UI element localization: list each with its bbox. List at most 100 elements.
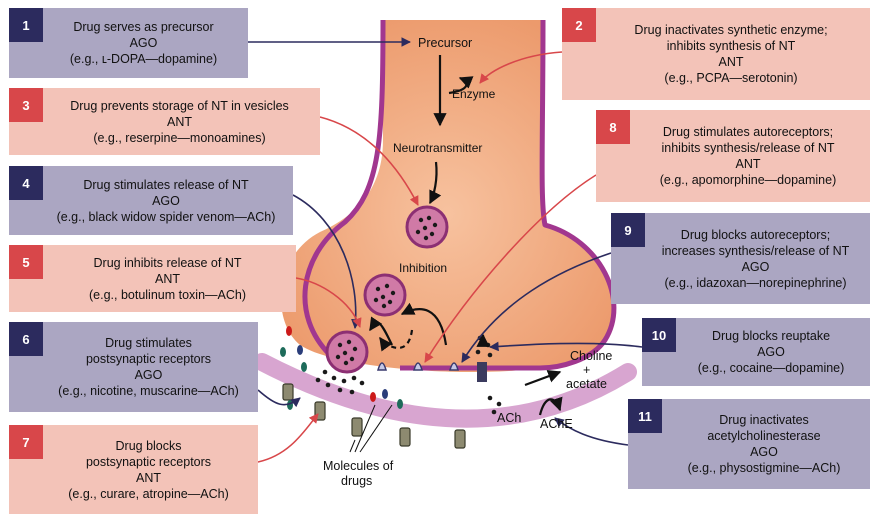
box-text: Drug stimulates postsynaptic receptors A… bbox=[43, 322, 254, 412]
arrow-11 bbox=[554, 417, 629, 446]
box-line: inhibits synthesis/release of NT bbox=[661, 141, 835, 155]
box-line: Drug blocks reuptake bbox=[711, 329, 831, 343]
presynaptic-membrane bbox=[302, 19, 617, 371]
box-number: 9 bbox=[611, 213, 645, 247]
box-text: Drug stimulates release of NT AGO (e.g.,… bbox=[43, 166, 289, 235]
label-enzyme: Enzyme bbox=[452, 87, 496, 101]
box-line: (e.g., ʟ-DOPA—dopamine) bbox=[69, 52, 218, 66]
box-line: (e.g., idazoxan—norepinephrine) bbox=[664, 275, 847, 290]
label-acetate: acetate bbox=[566, 377, 607, 391]
box-line: (e.g., reserpine—monoamines) bbox=[93, 130, 266, 145]
box-text: Drug serves as precursor AGO (e.g., ʟ-DO… bbox=[43, 8, 244, 78]
box-number: 3 bbox=[9, 88, 43, 122]
box-line: AGO bbox=[757, 345, 785, 359]
box-line: (e.g., apomorphine—dopamine) bbox=[659, 173, 837, 187]
label-molecules: Molecules of bbox=[323, 459, 394, 473]
label-neurotransmitter: Neurotransmitter bbox=[393, 141, 482, 155]
drug-molecules bbox=[280, 326, 403, 453]
box-number: 5 bbox=[9, 245, 43, 279]
box-line: Drug inhibits release of NT bbox=[93, 255, 242, 270]
arrow-3 bbox=[319, 116, 419, 206]
box-line: (e.g., botulinum toxin—ACh) bbox=[88, 287, 246, 302]
vesicle-top bbox=[405, 205, 449, 249]
label-inhibition: Inhibition bbox=[399, 261, 447, 275]
box-line: (e.g., physostigmine—ACh) bbox=[687, 461, 841, 475]
box-9: 9 Drug blocks autoreceptors; increases s… bbox=[611, 213, 870, 304]
box-line: Drug blocks autoreceptors; bbox=[680, 227, 831, 242]
box-4: 4 Drug stimulates release of NT AGO (e.g… bbox=[9, 166, 293, 235]
label-plus: + bbox=[583, 363, 590, 377]
box-line: Drug stimulates bbox=[105, 336, 192, 350]
box-number: 4 bbox=[9, 166, 43, 200]
arrow-8 bbox=[424, 174, 597, 363]
box-text: Drug prevents storage of NT in vesicles … bbox=[43, 88, 316, 155]
box-line: increases synthesis/release of NT bbox=[661, 243, 850, 258]
vesicle-fusing bbox=[325, 330, 369, 374]
arrow-10 bbox=[489, 341, 643, 352]
box-line: AGO bbox=[741, 259, 770, 274]
arrow-2 bbox=[479, 51, 563, 84]
box-3: 3 Drug prevents storage of NT in vesicle… bbox=[9, 88, 320, 155]
box-line: postsynaptic receptors bbox=[85, 454, 212, 469]
arrow-9 bbox=[461, 252, 612, 363]
box-line: (e.g., PCPA—serotonin) bbox=[664, 71, 798, 85]
box-6: 6 Drug stimulates postsynaptic receptors… bbox=[9, 322, 258, 412]
box-line: AGO bbox=[152, 193, 180, 208]
box-line: (e.g., nicotine, muscarine—ACh) bbox=[58, 384, 239, 398]
postsynaptic-membrane bbox=[253, 353, 637, 428]
arrow-4 bbox=[292, 194, 361, 329]
box-5: 5 Drug inhibits release of NT ANT (e.g.,… bbox=[9, 245, 296, 312]
arrow-7 bbox=[257, 413, 319, 463]
arrow-5 bbox=[295, 277, 362, 328]
box-text: Drug blocks reuptake AGO (e.g., cocaine—… bbox=[676, 318, 866, 386]
box-line: AGO bbox=[129, 36, 158, 50]
box-line: ANT bbox=[718, 55, 744, 69]
box-1: 1 Drug serves as precursor AGO (e.g., ʟ-… bbox=[9, 8, 248, 78]
box-line: Drug inactivates bbox=[719, 413, 809, 427]
box-line: Drug blocks bbox=[115, 438, 182, 453]
box-line: (e.g., cocaine—dopamine) bbox=[697, 361, 845, 375]
box-line: Drug inactivates synthetic enzyme; bbox=[634, 23, 828, 37]
box-number: 10 bbox=[642, 318, 676, 352]
box-line: ANT bbox=[167, 114, 192, 129]
box-7: 7 Drug blocks postsynaptic receptors ANT… bbox=[9, 425, 258, 514]
axon-terminal bbox=[281, 20, 614, 372]
label-choline: Choline bbox=[570, 349, 612, 363]
label-ach: ACh bbox=[497, 411, 521, 425]
box-line: AGO bbox=[750, 445, 778, 459]
box-11: 11 Drug inactivates acetylcholinesterase… bbox=[628, 399, 870, 489]
box-line: ANT bbox=[136, 470, 161, 485]
synthesis-arrows bbox=[369, 55, 563, 416]
box-line: Drug stimulates release of NT bbox=[83, 177, 249, 192]
box-2: 2 Drug inactivates synthetic enzyme; inh… bbox=[562, 8, 870, 100]
box-8: 8 Drug stimulates autoreceptors; inhibit… bbox=[596, 110, 870, 202]
box-text: Drug inactivates acetylcholinesterase AG… bbox=[662, 399, 866, 489]
label-drugs: drugs bbox=[341, 474, 372, 488]
box-number: 11 bbox=[628, 399, 662, 433]
box-text: Drug inhibits release of NT ANT (e.g., b… bbox=[43, 245, 292, 312]
box-number: 1 bbox=[9, 8, 43, 42]
box-text: Drug blocks autoreceptors; increases syn… bbox=[645, 213, 866, 304]
label-precursor: Precursor bbox=[418, 36, 472, 50]
label-ache: AChE bbox=[540, 417, 573, 431]
box-line: (e.g., curare, atropine—ACh) bbox=[68, 486, 229, 501]
box-line: (e.g., black widow spider venom—ACh) bbox=[56, 209, 276, 224]
autoreceptors bbox=[377, 362, 487, 382]
box-line: postsynaptic receptors bbox=[85, 352, 212, 366]
box-line: acetylcholinesterase bbox=[707, 429, 821, 443]
box-line: ANT bbox=[735, 157, 761, 171]
box-line: Drug prevents storage of NT in vesicles bbox=[70, 98, 289, 113]
box-line: ANT bbox=[155, 271, 180, 286]
box-10: 10 Drug blocks reuptake AGO (e.g., cocai… bbox=[642, 318, 870, 386]
arrow-6 bbox=[257, 389, 301, 408]
connector-arrows bbox=[248, 37, 643, 463]
box-line: Drug stimulates autoreceptors; bbox=[662, 125, 834, 139]
box-text: Drug blocks postsynaptic receptors ANT (… bbox=[43, 425, 254, 514]
box-line: inhibits synthesis of NT bbox=[666, 39, 796, 53]
box-number: 8 bbox=[596, 110, 630, 144]
box-text: Drug stimulates autoreceptors; inhibits … bbox=[630, 110, 866, 202]
box-text: Drug inactivates synthetic enzyme; inhib… bbox=[596, 8, 866, 100]
box-line: AGO bbox=[134, 368, 163, 382]
